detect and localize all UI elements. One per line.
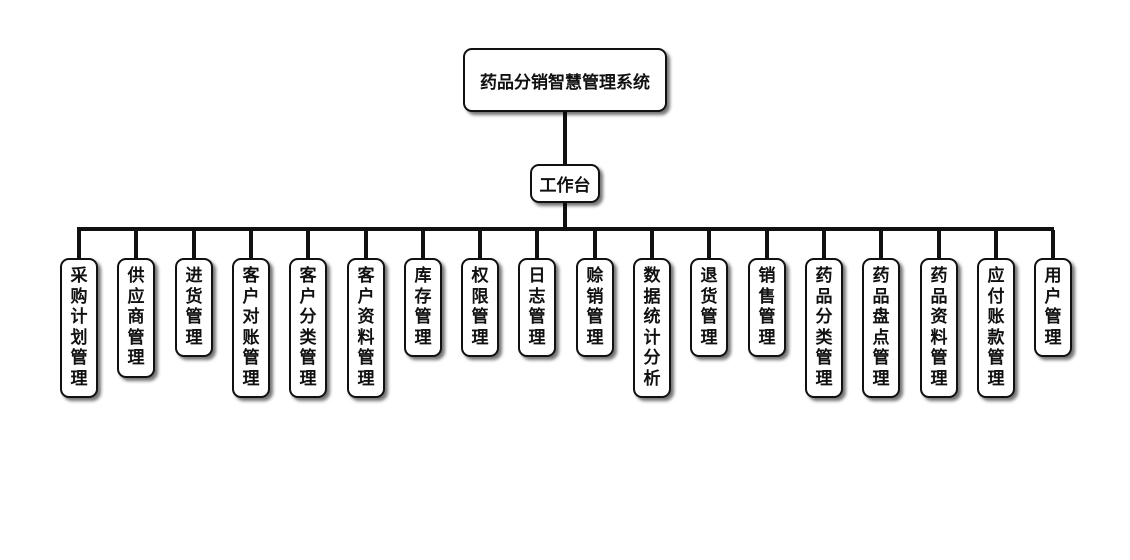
connector-root-to-middle bbox=[563, 111, 567, 165]
middle-label: 工作台 bbox=[539, 176, 591, 196]
leaf-node-16: 药品资料管理 bbox=[920, 258, 958, 398]
connector-leaf-14 bbox=[822, 230, 826, 260]
leaf-node-11: 数据统计分析 bbox=[633, 258, 671, 398]
connector-leaf-15 bbox=[879, 230, 883, 260]
leaf-label: 药品盘点管理 bbox=[872, 266, 890, 389]
leaf-label: 赊销管理 bbox=[586, 266, 604, 348]
leaf-label: 药品分类管理 bbox=[815, 266, 833, 389]
connector-leaf-10 bbox=[593, 230, 597, 260]
root-label: 药品分销智慧管理系统 bbox=[480, 72, 650, 93]
leaf-node-10: 赊销管理 bbox=[576, 258, 614, 357]
connector-leaf-3 bbox=[192, 230, 196, 260]
horizontal-bus bbox=[77, 227, 1054, 231]
connector-leaf-13 bbox=[765, 230, 769, 260]
leaf-node-2: 供应商管理 bbox=[117, 258, 155, 378]
connector-leaf-2 bbox=[134, 230, 138, 260]
leaf-label: 客户对账管理 bbox=[242, 266, 260, 389]
leaf-label: 日志管理 bbox=[528, 266, 546, 348]
leaf-node-1: 采购计划管理 bbox=[60, 258, 98, 398]
leaf-node-6: 客户资料管理 bbox=[347, 258, 385, 398]
leaf-label: 应付账款管理 bbox=[987, 266, 1005, 389]
leaf-node-17: 应付账款管理 bbox=[977, 258, 1015, 398]
leaf-label: 采购计划管理 bbox=[70, 266, 88, 389]
leaf-node-3: 进货管理 bbox=[175, 258, 213, 357]
connector-leaf-6 bbox=[364, 230, 368, 260]
leaf-label: 药品资料管理 bbox=[930, 266, 948, 389]
leaf-label: 进货管理 bbox=[185, 266, 203, 348]
connector-leaf-17 bbox=[994, 230, 998, 260]
connector-leaf-1 bbox=[77, 230, 81, 260]
leaf-label: 库存管理 bbox=[414, 266, 432, 348]
leaf-label: 权限管理 bbox=[471, 266, 489, 348]
leaf-node-18: 用户管理 bbox=[1034, 258, 1072, 357]
leaf-label: 客户资料管理 bbox=[357, 266, 375, 389]
connector-leaf-4 bbox=[249, 230, 253, 260]
leaf-node-15: 药品盘点管理 bbox=[862, 258, 900, 398]
leaf-label: 用户管理 bbox=[1044, 266, 1062, 348]
leaf-node-7: 库存管理 bbox=[404, 258, 442, 357]
connector-leaf-18 bbox=[1051, 230, 1055, 260]
leaf-label: 退货管理 bbox=[700, 266, 718, 348]
leaf-node-14: 药品分类管理 bbox=[805, 258, 843, 398]
connector-leaf-5 bbox=[306, 230, 310, 260]
connector-leaf-11 bbox=[650, 230, 654, 260]
connector-leaf-9 bbox=[535, 230, 539, 260]
connector-leaf-12 bbox=[707, 230, 711, 260]
connector-leaf-8 bbox=[478, 230, 482, 260]
leaf-label: 销售管理 bbox=[758, 266, 776, 348]
connector-leaf-16 bbox=[937, 230, 941, 260]
leaf-label: 供应商管理 bbox=[127, 266, 145, 368]
root-node: 药品分销智慧管理系统 bbox=[463, 48, 667, 112]
leaf-node-12: 退货管理 bbox=[690, 258, 728, 357]
leaf-node-4: 客户对账管理 bbox=[232, 258, 270, 398]
leaf-node-13: 销售管理 bbox=[748, 258, 786, 357]
connector-middle-to-bus bbox=[563, 202, 567, 230]
leaf-label: 客户分类管理 bbox=[299, 266, 317, 389]
middle-node: 工作台 bbox=[530, 164, 600, 203]
connector-leaf-7 bbox=[421, 230, 425, 260]
leaf-node-5: 客户分类管理 bbox=[289, 258, 327, 398]
leaf-node-9: 日志管理 bbox=[518, 258, 556, 357]
leaf-label: 数据统计分析 bbox=[643, 266, 661, 389]
leaf-node-8: 权限管理 bbox=[461, 258, 499, 357]
